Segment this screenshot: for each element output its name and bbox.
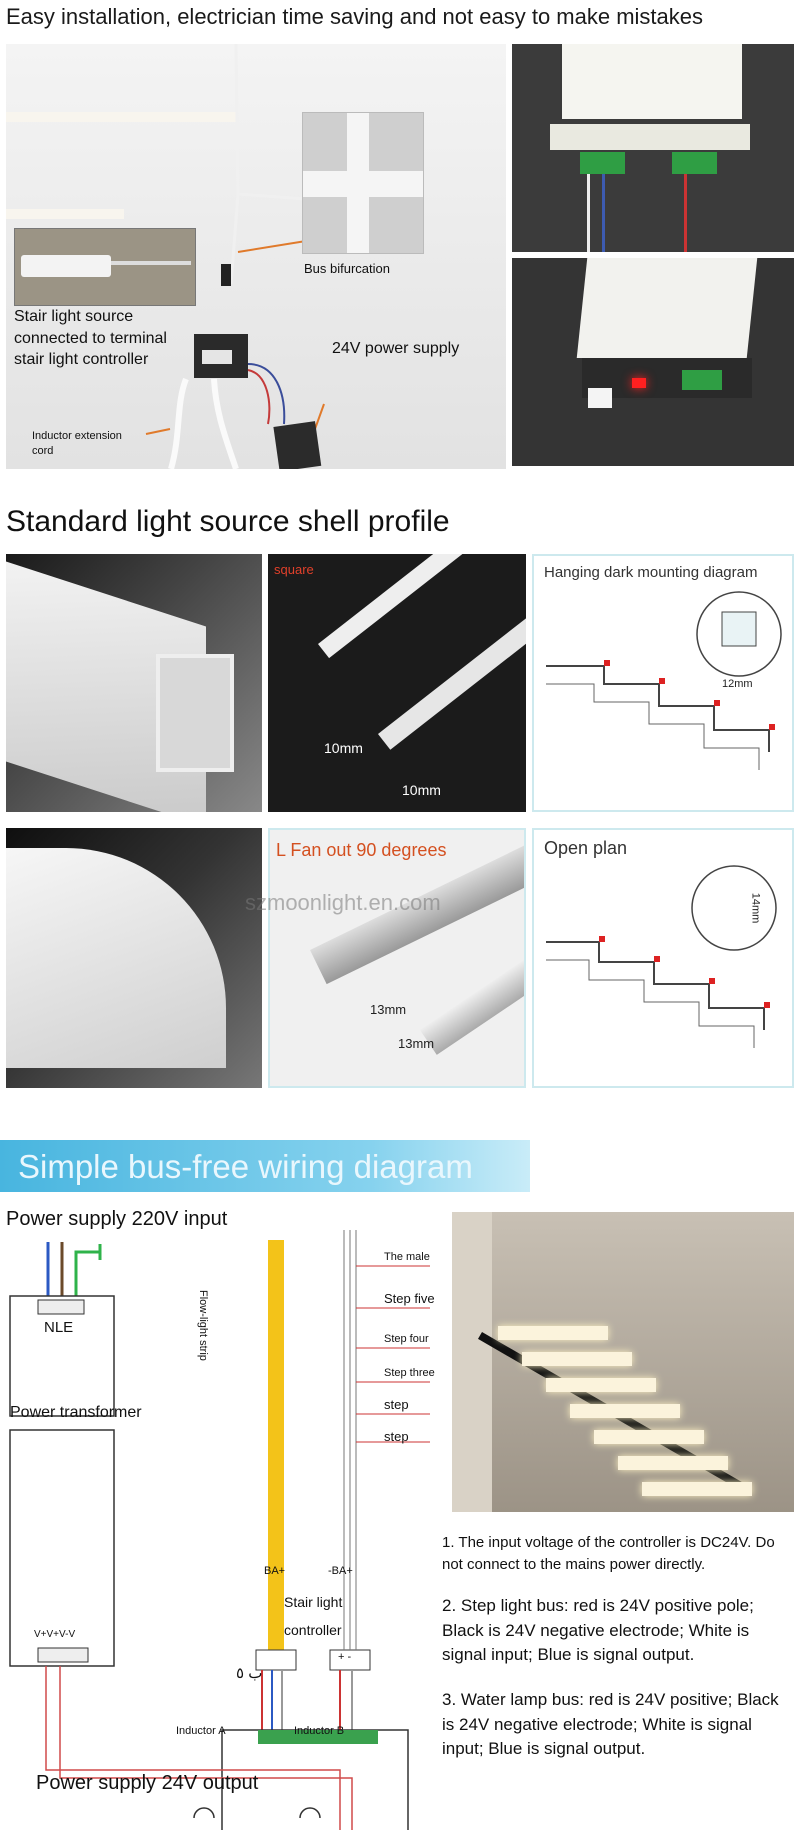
flow-strip-label: Flow-light strip <box>197 1290 209 1361</box>
stairs-photo <box>452 1212 794 1512</box>
profile-square-photo <box>6 554 262 812</box>
square-dim1: 10mm <box>324 740 363 756</box>
controller-label: Stair light controller <box>284 1594 343 1638</box>
bus-bifurcation-label: Bus bifurcation <box>304 261 390 276</box>
open-plan-diagram: Open plan 14mm <box>532 828 794 1088</box>
note-1: 1. The input voltage of the controller i… <box>442 1534 775 1573</box>
controller-photo-bottom <box>512 258 794 466</box>
inductor-cord-label: Inductor extension cord <box>32 430 122 457</box>
step-label-2: step <box>384 1429 409 1444</box>
square-dim2: 10mm <box>402 782 441 798</box>
inductor-a-label: Inductor A <box>176 1725 226 1737</box>
power-output-label: Power supply 24V output <box>36 1772 259 1794</box>
step-four-label: Step four <box>384 1333 429 1345</box>
wiring-diagram <box>9 1230 430 1830</box>
step-five-label: Step five <box>384 1291 435 1306</box>
strip-inset-photo <box>14 228 196 306</box>
hanging-dim: 12mm <box>722 678 753 690</box>
installation-photo: Stair light source connected to terminal… <box>6 44 506 469</box>
ba-left-label: BA+ <box>264 1565 286 1577</box>
ab-label: ب ٥ <box>236 1665 263 1682</box>
step-three-label: Step three <box>384 1367 435 1379</box>
step-male-label: The male <box>384 1251 430 1263</box>
note-2: 2. Step light bus: red is 24V positive p… <box>442 1596 754 1665</box>
watermark: szmoonlight.en.com <box>245 890 441 915</box>
installation-illustration <box>6 44 325 469</box>
section2-heading: Standard light source shell profile <box>6 505 450 538</box>
power-input-label: Power supply 220V input <box>6 1208 228 1230</box>
hanging-diagram: Hanging dark mounting diagram 12mm <box>532 554 794 812</box>
bus-bifurcation-photo <box>302 112 424 254</box>
wiring-banner-title: Simple bus-free wiring diagram <box>18 1148 473 1185</box>
vv-label: V+V+V-V <box>34 1629 76 1640</box>
section1-heading: Easy installation, electrician time savi… <box>6 4 703 29</box>
controller-photo-top <box>512 44 794 252</box>
square-label: square <box>274 562 314 577</box>
hanging-title: Hanging dark mounting diagram <box>544 564 758 581</box>
plus-minus-label: + - <box>338 1651 352 1663</box>
open-plan-title: Open plan <box>544 838 628 858</box>
note-3: 3. Water lamp bus: red is 24V positive; … <box>442 1690 779 1759</box>
open-plan-dim: 14mm <box>749 892 762 924</box>
profile-square-dark-photo: square 10mm 10mm <box>268 554 526 812</box>
power-supply-label: 24V power supply <box>332 340 460 357</box>
profile-round-photo <box>6 828 262 1088</box>
inductor-b-label: Inductor B <box>294 1725 345 1737</box>
l-fan-title: L Fan out 90 degrees <box>276 840 447 860</box>
l-dim1: 13mm <box>370 1002 407 1017</box>
step-label-1: step <box>384 1397 409 1412</box>
wiring-banner: Simple bus-free wiring diagram <box>0 1140 530 1192</box>
hanging-stairs-drawing <box>546 591 782 770</box>
transformer-label: Power transformer <box>10 1404 142 1421</box>
open-plan-stairs-drawing <box>546 865 777 1048</box>
nle-label: NLE <box>44 1319 74 1336</box>
l-dim2: 13mm <box>398 1036 435 1051</box>
stair-source-label: Stair light source connected to terminal… <box>14 308 167 369</box>
profile-l-photo: L Fan out 90 degrees 13mm 13mm <box>268 828 526 1088</box>
ba-right-label: -BA+ <box>328 1565 353 1577</box>
